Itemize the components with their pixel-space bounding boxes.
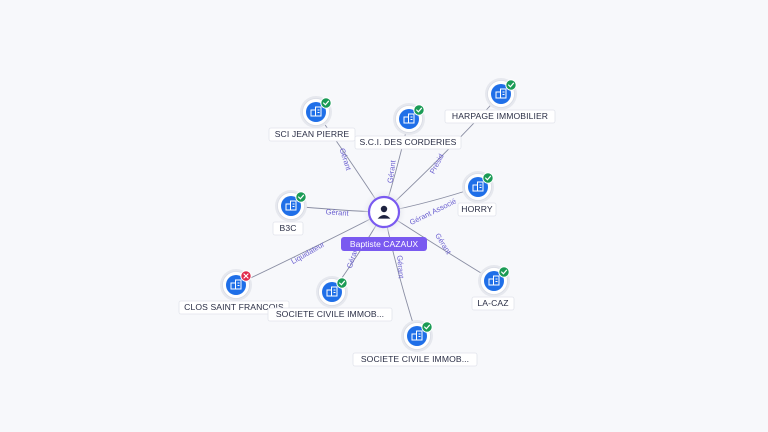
node-label-bg: [352, 352, 478, 367]
node-label-bg: [272, 221, 304, 236]
company-label-sci-jean-pierre: SCI JEAN PIERRE: [275, 129, 350, 139]
node-label-bg: [267, 307, 393, 322]
check-badge-icon: [320, 97, 332, 109]
company-label-societe-civile-1: SOCIETE CIVILE IMMOB...: [276, 309, 384, 319]
edge-label-sci-des-corderies: Gérant: [385, 159, 397, 184]
building-icon: [472, 181, 484, 192]
check-badge-icon: [505, 79, 517, 91]
company-node-sci-jean-pierre[interactable]: SCI JEAN PIERRE: [268, 96, 356, 142]
company-label-sci-des-corderies: S.C.I. DES CORDERIES: [359, 137, 456, 147]
node-label-bg: [444, 109, 556, 124]
check-badge-icon: [295, 191, 307, 203]
edge-label-sci-jean-pierre: Gérant: [338, 147, 354, 172]
edge-label-harpage-immobilier: Présid: [428, 152, 446, 175]
center-person-label: Baptiste CAZAUX: [350, 239, 419, 249]
person-icon: [377, 205, 391, 219]
company-label-societe-civile-2: SOCIETE CIVILE IMMOB...: [361, 354, 469, 364]
center-person-node[interactable]: Baptiste CAZAUX: [341, 190, 427, 251]
node-label-bg: [471, 296, 515, 311]
company-nodes: SCI JEAN PIERRE S.C.I. DES CORDERIES HARPA…: [178, 78, 556, 367]
building-icon: [326, 286, 338, 297]
edge-label-la-caz: Gérant: [433, 232, 453, 257]
company-label-horry: HORRY: [461, 204, 493, 214]
company-node-clos-saint-francois[interactable]: CLOS SAINT FRANCOIS: [178, 269, 290, 315]
company-node-societe-civile-2[interactable]: SOCIETE CIVILE IMMOB...: [352, 320, 478, 367]
company-node-sci-des-corderies[interactable]: S.C.I. DES CORDERIES: [354, 103, 462, 150]
node-label-bg: [268, 127, 356, 142]
center-label-bg: [341, 237, 427, 251]
building-icon: [230, 279, 242, 290]
company-label-la-caz: LA-CAZ: [477, 298, 508, 308]
company-label-harpage-immobilier: HARPAGE IMMOBILIER: [452, 111, 548, 121]
edge-label-clos-saint-francois: Liquidateur: [289, 239, 326, 266]
building-icon: [495, 88, 507, 99]
node-label-bg: [457, 202, 497, 217]
check-badge-icon: [498, 266, 510, 278]
check-badge-icon: [482, 172, 494, 184]
company-node-la-caz[interactable]: LA-CAZ: [471, 265, 515, 311]
company-label-b3c: B3C: [279, 223, 296, 233]
building-icon: [403, 113, 415, 124]
building-icon: [488, 275, 500, 286]
edge-label-horry: Gérant Associé: [408, 197, 458, 227]
edge-label-b3c: Gérant: [325, 207, 349, 218]
company-node-harpage-immobilier[interactable]: HARPAGE IMMOBILIER: [444, 78, 556, 124]
building-icon: [411, 330, 423, 341]
company-node-societe-civile-1[interactable]: SOCIETE CIVILE IMMOB...: [267, 276, 393, 322]
check-badge-icon: [336, 277, 348, 289]
cross-badge-icon: [240, 270, 252, 282]
company-node-horry[interactable]: HORRY: [457, 171, 497, 217]
edge-label-societe-civile-2: Gérant: [395, 255, 406, 279]
check-badge-icon: [413, 104, 425, 116]
building-icon: [310, 106, 322, 117]
node-label-bg: [178, 300, 290, 315]
company-label-clos-saint-francois: CLOS SAINT FRANCOIS: [184, 302, 284, 312]
node-label-bg: [354, 135, 462, 150]
building-icon: [285, 200, 297, 211]
company-node-b3c[interactable]: B3C: [272, 190, 307, 236]
check-badge-icon: [421, 321, 433, 333]
